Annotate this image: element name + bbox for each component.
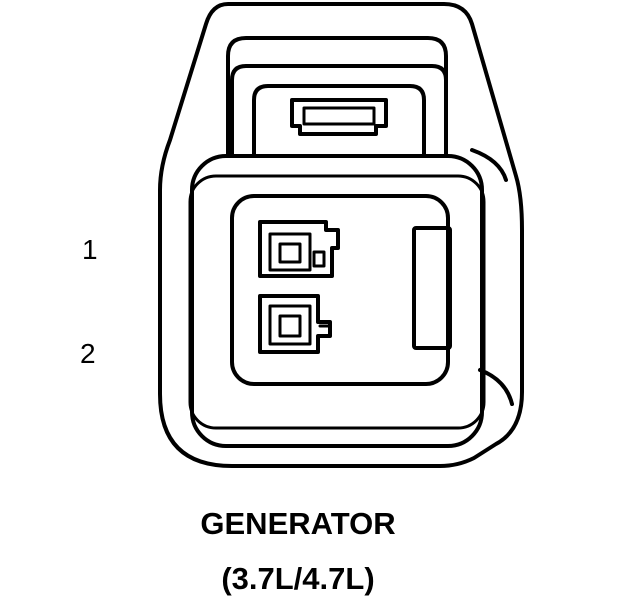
lock-latch [290, 98, 388, 136]
connector-outer-shell [158, 2, 524, 468]
pin-label-2: 2 [80, 338, 96, 369]
component-subtitle: (3.7L/4.7L) [221, 561, 375, 596]
connector-face-inner [188, 174, 486, 430]
connector-face [190, 154, 484, 448]
terminal-2 [258, 294, 332, 354]
terminal-1 [258, 220, 340, 278]
lock-tab-inner [230, 64, 448, 156]
shell-seam-upper [470, 148, 508, 182]
lock-tab-outer [226, 36, 448, 156]
component-title: GENERATOR [200, 506, 396, 541]
pin-label-1: 1 [82, 234, 98, 265]
lock-latch-inner [302, 106, 376, 126]
lock-tab-ridge [252, 84, 426, 156]
key-slot [412, 226, 452, 350]
